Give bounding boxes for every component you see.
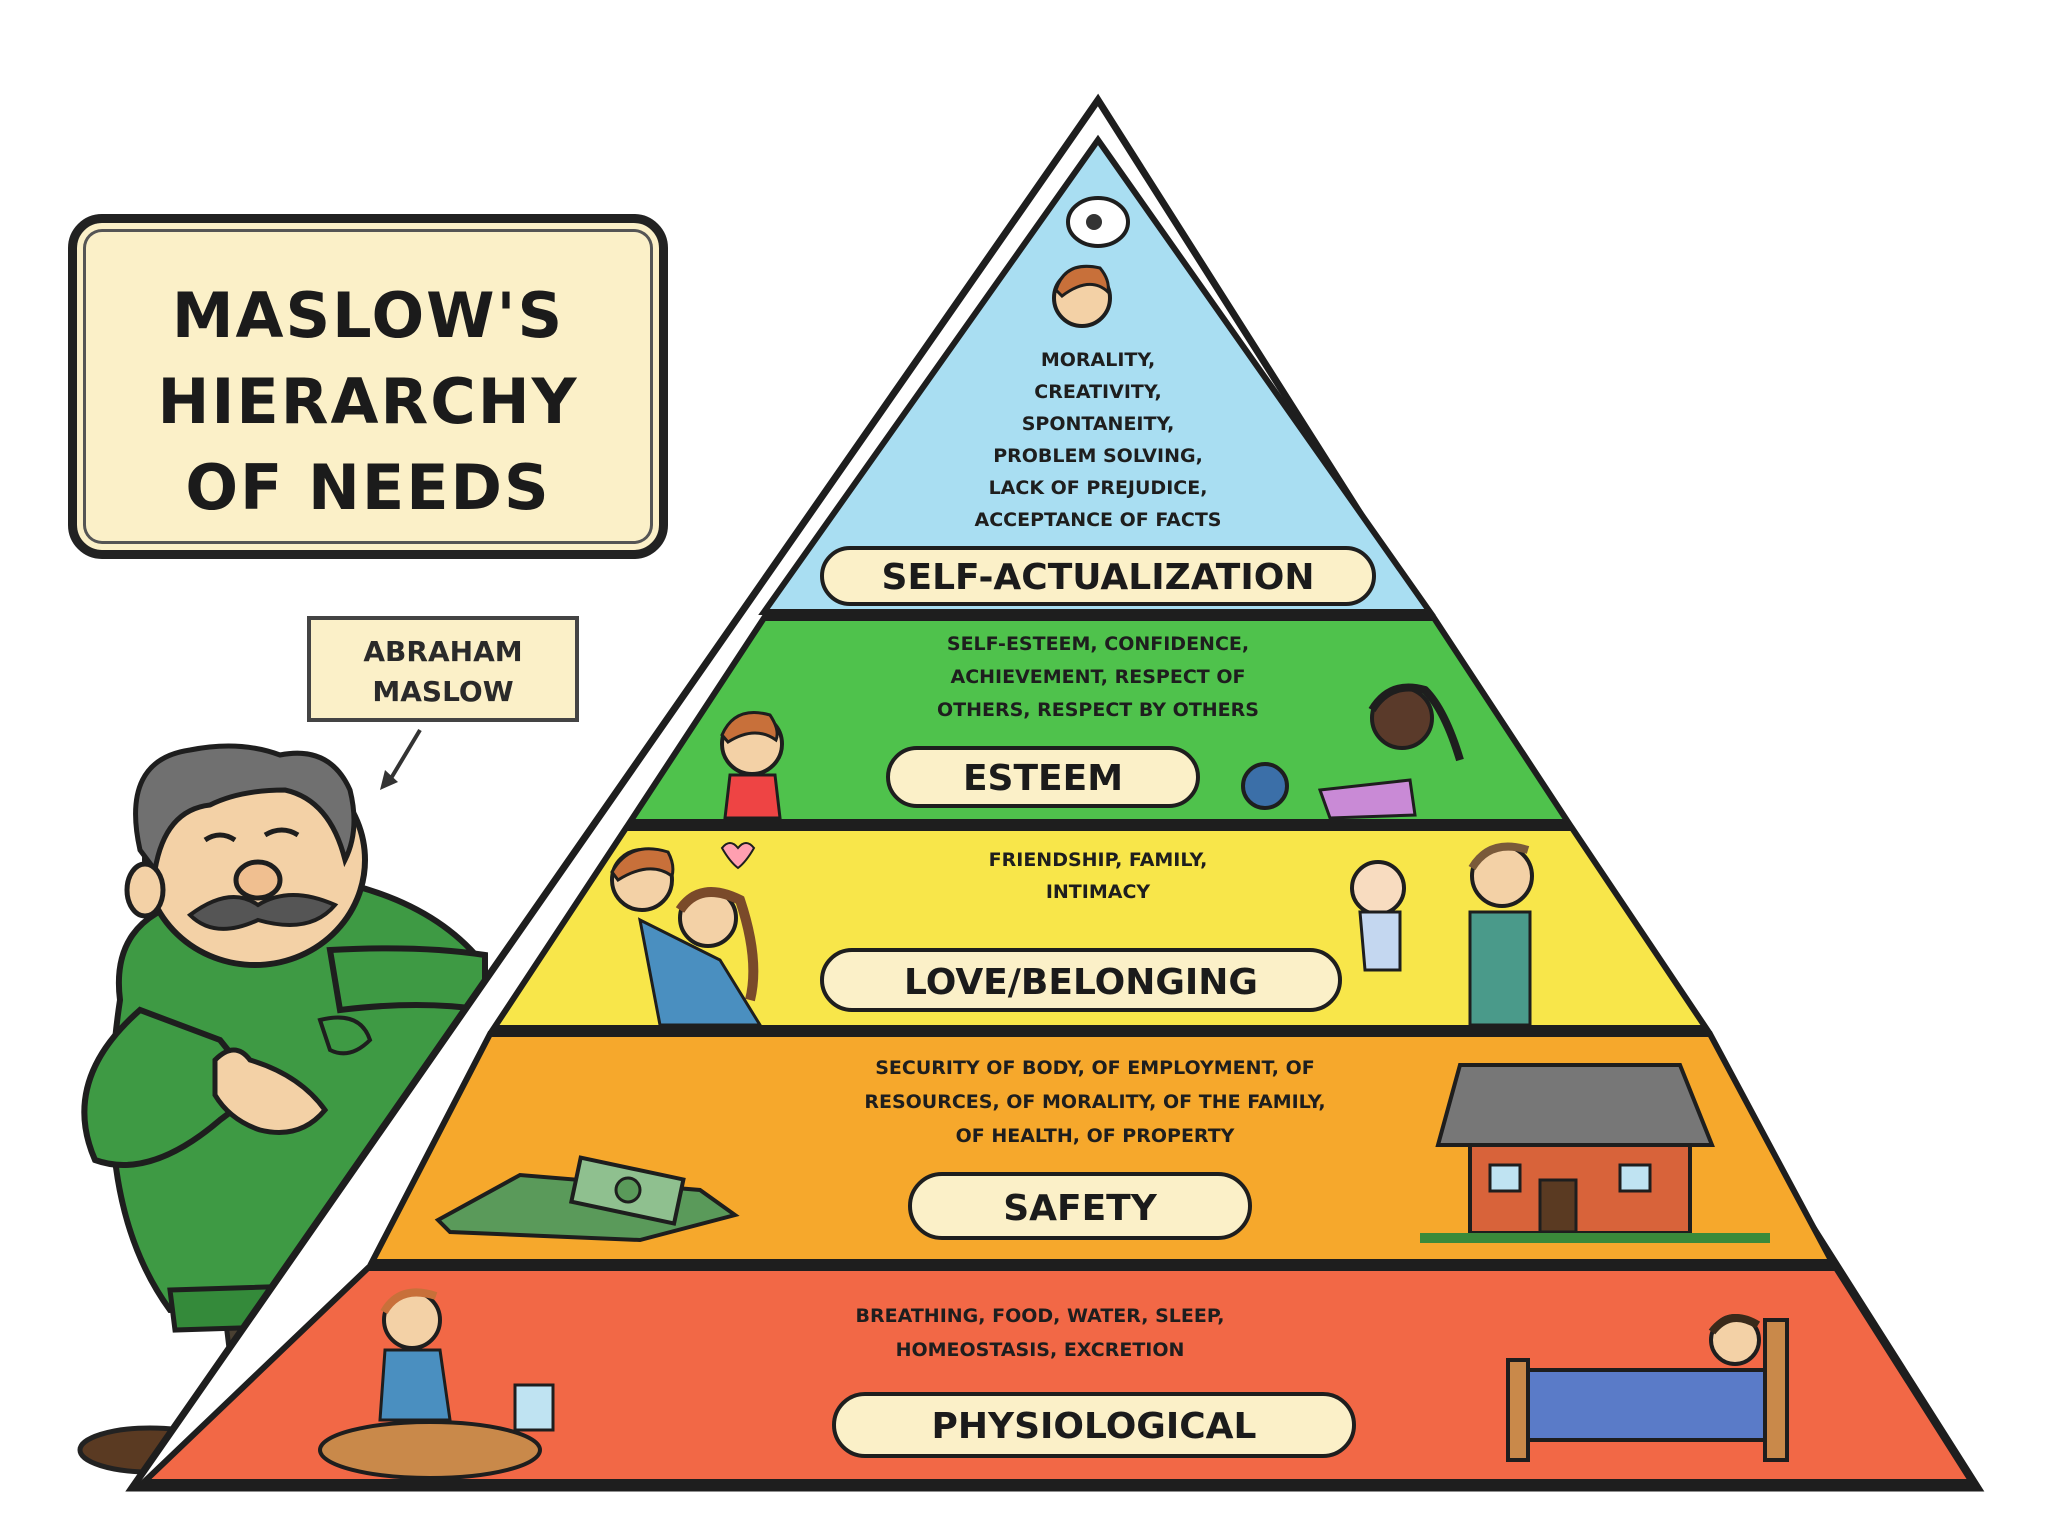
level-label: ESTEEM <box>963 758 1123 799</box>
child-sleeping-bed-icon <box>1506 1314 1789 1462</box>
level-description: SELF-ESTEEM, CONFIDENCE, ACHIEVEMENT, RES… <box>937 633 1259 721</box>
page-title: MASLOW'S HIERARCHY OF NEEDS <box>157 279 579 524</box>
house-icon <box>1420 1063 1770 1243</box>
description-line: OF HEALTH, OF PROPERTY <box>956 1125 1235 1147</box>
description-line: BREATHING, FOOD, WATER, SLEEP, <box>856 1305 1225 1327</box>
description-line: MORALITY, <box>1041 349 1155 371</box>
hugging-couple-icon <box>610 842 763 1027</box>
description-line: SELF-ESTEEM, CONFIDENCE, <box>947 633 1249 655</box>
level-label: SAFETY <box>1003 1188 1158 1229</box>
person-label: ABRAHAM MASLOW <box>363 635 523 708</box>
description-line: HOMEOSTASIS, EXCRETION <box>896 1339 1185 1361</box>
level-label: PHYSIOLOGICAL <box>932 1406 1257 1447</box>
parent-and-baby-icon <box>1350 842 1534 1027</box>
level-description: BREATHING, FOOD, WATER, SLEEP, HOMEOSTASI… <box>856 1305 1225 1361</box>
level-description: FRIENDSHIP, FAMILY, INTIMACY <box>989 849 1208 903</box>
description-line: RESOURCES, OF MORALITY, OF THE FAMILY, <box>864 1091 1325 1113</box>
level-esteem: SELF-ESTEEM, CONFIDENCE, ACHIEVEMENT, RES… <box>624 615 1574 825</box>
child-thinking-icon <box>1052 264 1112 328</box>
level-self-actualization: MORALITY, CREATIVITY, SPONTANEITY, PROBLEM … <box>758 134 1436 615</box>
girl-with-trophy-icon <box>1241 683 1464 820</box>
level-label: LOVE/BELONGING <box>904 962 1258 1003</box>
description-line: PROBLEM SOLVING, <box>993 445 1203 467</box>
description-line: CREATIVITY, <box>1034 381 1161 403</box>
level-safety: SECURITY OF BODY, OF EMPLOYMENT, OF RESOU… <box>367 1031 1838 1265</box>
description-line: INTIMACY <box>1046 881 1151 903</box>
level-love-belonging: FRIENDSHIP, FAMILY, INTIMACY LOVE/BELONGI… <box>488 825 1712 1031</box>
level-description: SECURITY OF BODY, OF EMPLOYMENT, OF RESOU… <box>864 1057 1325 1147</box>
description-line: SPONTANEITY, <box>1022 413 1175 435</box>
description-line: SECURITY OF BODY, OF EMPLOYMENT, OF <box>875 1057 1315 1079</box>
title-box: MASLOW'S HIERARCHY OF NEEDS <box>68 214 668 559</box>
level-description: MORALITY, CREATIVITY, SPONTANEITY, PROBLEM … <box>975 349 1222 531</box>
money-icon <box>434 1155 740 1243</box>
level-physiological: BREATHING, FOOD, WATER, SLEEP, HOMEOSTASI… <box>136 1265 1978 1485</box>
boy-icon <box>720 711 784 820</box>
description-line: LACK OF PREJUDICE, <box>989 477 1208 499</box>
heart-icon <box>720 842 756 870</box>
description-line: ACCEPTANCE OF FACTS <box>975 509 1222 531</box>
description-line: OTHERS, RESPECT BY OTHERS <box>937 699 1259 721</box>
child-eating-icon <box>318 1288 555 1480</box>
description-line: FRIENDSHIP, FAMILY, <box>989 849 1208 871</box>
level-label: SELF-ACTUALIZATION <box>882 557 1315 598</box>
description-line: ACHIEVEMENT, RESPECT OF <box>950 666 1245 688</box>
person-label-box: ABRAHAM MASLOW <box>307 616 579 722</box>
